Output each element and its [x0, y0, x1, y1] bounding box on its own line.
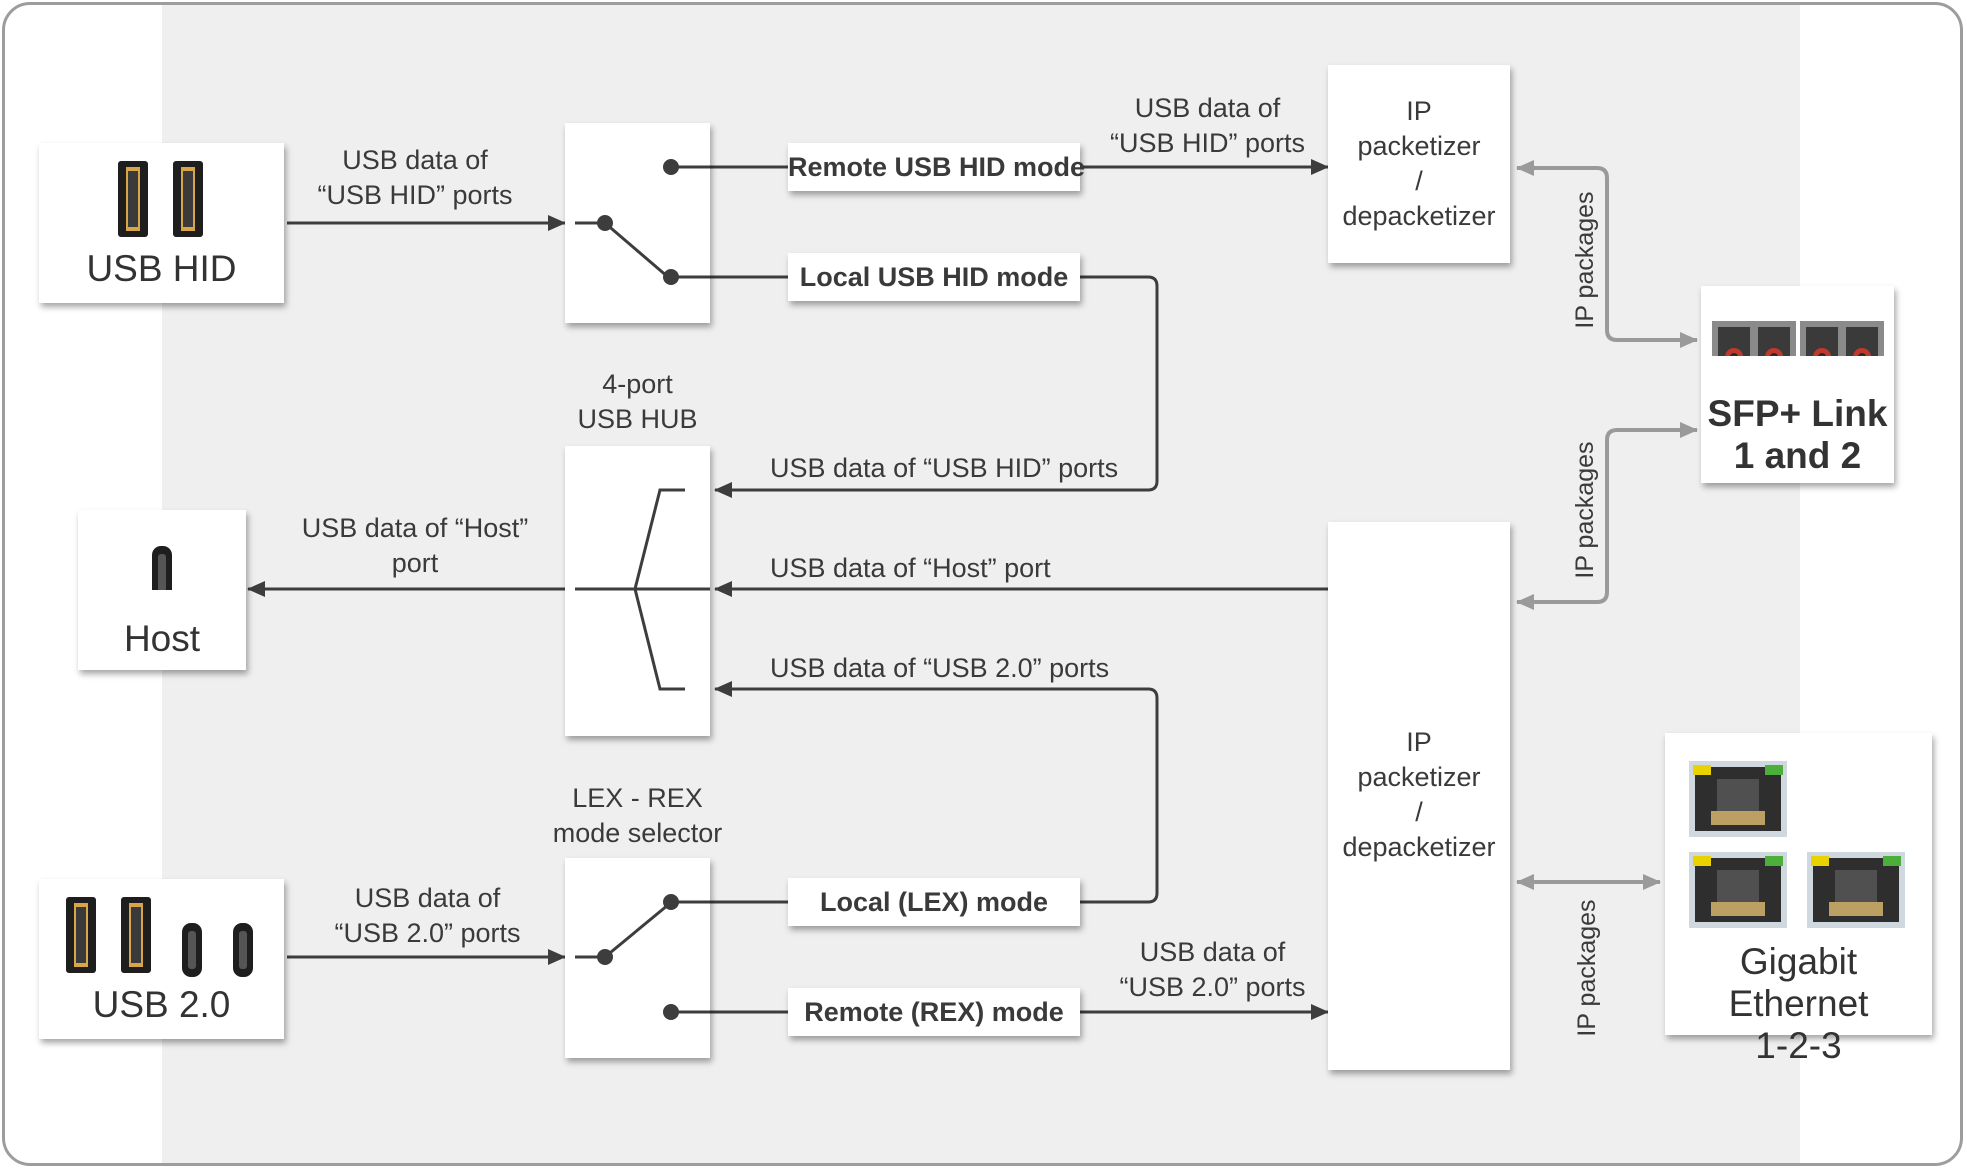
usb-ports-icon: [66, 897, 253, 977]
label-host-output: USB data of “Host” port: [295, 511, 535, 581]
ip-packetizer-2: IP packetizer / depacketizer: [1328, 522, 1510, 1070]
label-host-output-line1: USB data of “Host”: [301, 513, 529, 543]
sfp-link-device: SFP+ Link 1 and 2: [1701, 286, 1894, 483]
line-local-hid-to-hub: [714, 275, 1159, 498]
ip-packetizer-1: IP packetizer / depacketizer: [1328, 65, 1510, 263]
usb-hub: [565, 446, 710, 736]
host-label: Host: [123, 618, 201, 659]
label-hid-to-hub: USB data of “USB HID” ports: [770, 453, 1119, 483]
packetizer-1-line2: packetizer: [1357, 131, 1481, 161]
packetizer-1-line4: depacketizer: [1342, 201, 1496, 231]
label-hid-input-line1: USB data of: [342, 145, 488, 175]
label-ip-packages-1: IP packages: [1571, 191, 1599, 329]
lexrex-title-line2: mode selector: [552, 818, 723, 848]
usb-c-port-icon: [152, 546, 172, 590]
lexrex-title-line1: LEX - REX: [572, 783, 703, 813]
packetizer-1-line3: /: [1415, 166, 1423, 196]
packetizer-1-line1: IP: [1406, 96, 1432, 126]
label-usb20-to-hub: USB data of “USB 2.0” ports: [770, 653, 1110, 683]
label-usb20-remote-line1: USB data of: [1139, 937, 1286, 967]
packetizer-2-line4: depacketizer: [1342, 832, 1496, 862]
label-hid-input: USB data of “USB HID” ports: [305, 143, 525, 213]
label-usb20-input: USB data of “USB 2.0” ports: [315, 881, 540, 951]
hub-fanout-icon: [575, 488, 710, 691]
switch-symbol-icon: [575, 159, 710, 285]
remote-rex-mode-box: Remote (REX) mode: [788, 988, 1080, 1036]
sfp-label-line2: 1 and 2: [1733, 435, 1862, 476]
hub-title-line1: 4-port: [602, 369, 673, 399]
packetizer-2-line3: /: [1415, 797, 1423, 827]
lexrex-title: LEX - REX mode selector: [525, 781, 750, 851]
usb-hid-label: USB HID: [86, 248, 237, 289]
label-usb20-remote-line2: “USB 2.0” ports: [1119, 972, 1306, 1002]
label-hid-remote-line2: “USB HID” ports: [1109, 128, 1306, 158]
label-usb20-remote: USB data of “USB 2.0” ports: [1100, 935, 1325, 1005]
usb-hid-device: USB HID: [39, 143, 284, 303]
label-ip-packages-3: IP packages: [1573, 899, 1601, 1037]
switch-symbol-icon: [575, 894, 710, 1020]
packetizer-2-line1: IP: [1406, 727, 1432, 757]
label-hid-input-line2: “USB HID” ports: [317, 180, 513, 210]
gbe-label-line2: 1-2-3: [1755, 1025, 1842, 1066]
lexrex-mode-switch: [565, 858, 710, 1058]
sfp-label-line1: SFP+ Link: [1707, 393, 1888, 434]
sfp-port-icon: [1712, 321, 1884, 356]
ethernet-port-icon: [1689, 761, 1905, 928]
host-device: Host: [78, 510, 246, 670]
packetizer-2-line2: packetizer: [1357, 762, 1481, 792]
hub-title: 4-port USB HUB: [565, 367, 710, 437]
gigabit-ethernet-device: Gigabit Ethernet 1-2-3: [1665, 733, 1932, 1066]
local-lex-mode-box: Local (LEX) mode: [788, 878, 1080, 926]
label-usb20-input-line2: “USB 2.0” ports: [334, 918, 521, 948]
label-usb20-input-line1: USB data of: [354, 883, 501, 913]
usb-a-port-icon: [118, 161, 203, 237]
usb20-label: USB 2.0: [92, 984, 231, 1025]
usb20-device: USB 2.0: [39, 879, 284, 1039]
remote-usb-hid-mode-box: Remote USB HID mode: [788, 143, 1085, 191]
label-ip-packages-2: IP packages: [1571, 441, 1599, 579]
gbe-label-line1: Gigabit Ethernet: [1728, 941, 1869, 1024]
label-host-from-hub: USB data of “Host” port: [770, 553, 1051, 583]
hid-mode-switch: [565, 123, 710, 323]
label-hid-remote: USB data of “USB HID” ports: [1095, 91, 1320, 161]
label-host-output-line2: port: [391, 548, 439, 578]
label-hid-remote-line1: USB data of: [1134, 93, 1281, 123]
line-ip-packetizer1-sfp: [1516, 160, 1698, 348]
local-usb-hid-mode-box: Local USB HID mode: [788, 253, 1080, 301]
line-local-lex-to-hub: [714, 681, 1159, 904]
hub-title-line2: USB HUB: [577, 404, 698, 434]
line-ip-packetizer2-sfp: [1516, 422, 1698, 610]
